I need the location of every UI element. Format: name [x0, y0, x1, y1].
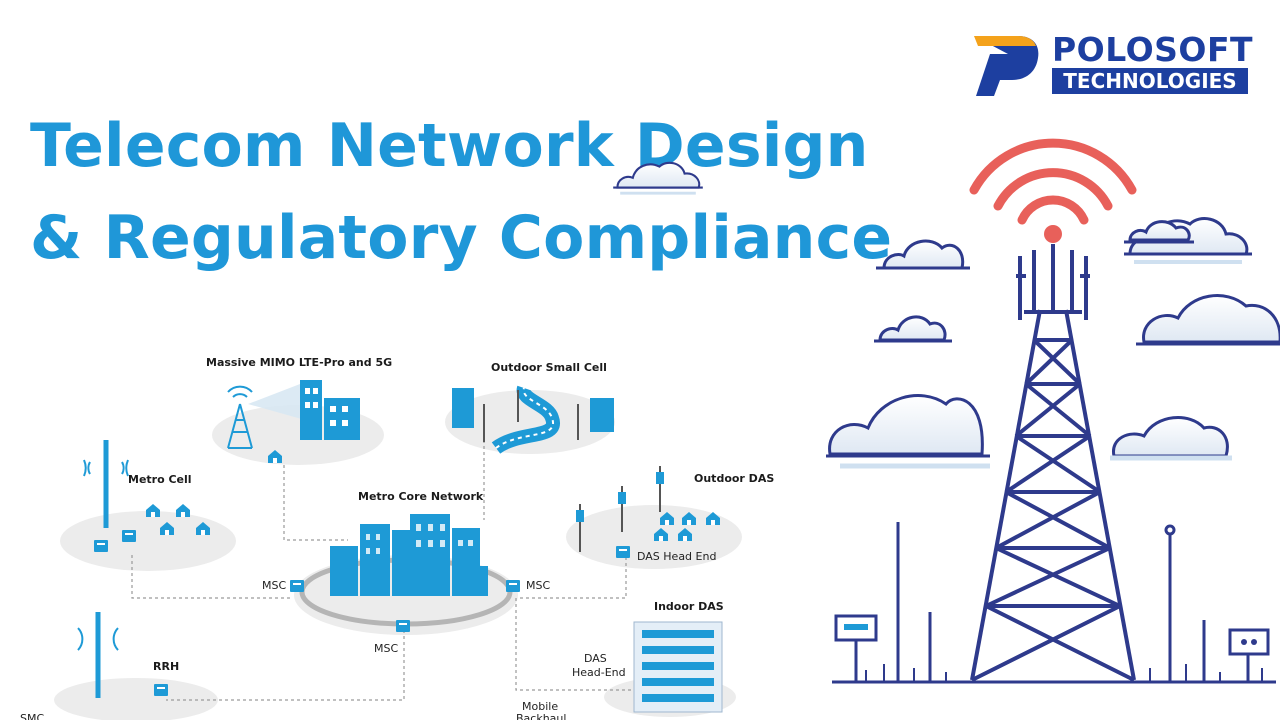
label-indoor-das: Indoor DAS: [654, 600, 724, 613]
label-mobile-backhaul-a: Mobile: [522, 700, 558, 713]
title-line-2: & Regulatory Compliance: [30, 203, 893, 273]
msc-left-box-icon: [290, 580, 304, 592]
indoor-das-building-icon: [633, 621, 723, 713]
label-das-head-end-2b: Head-End: [572, 666, 626, 679]
metro-cell-platform: [60, 511, 236, 571]
metro-cell-tower-icon: [83, 440, 129, 528]
small-cell-city-icon: [452, 385, 614, 454]
label-das-head-end-2a: DAS: [584, 652, 607, 665]
label-msc-bottom: MSC: [374, 642, 398, 655]
label-das-head-end: DAS Head End: [637, 550, 716, 563]
label-metro-core-network: Metro Core Network: [358, 490, 484, 503]
das-head-end-box-icon: [616, 546, 630, 558]
sign-board-icon: [834, 614, 878, 642]
core-buildings-icon: [330, 514, 488, 596]
label-bottom-cut: SMC: [20, 712, 44, 720]
label-outdoor-das: Outdoor DAS: [694, 472, 774, 485]
signal-source-dot: [1044, 225, 1062, 243]
rrh-tower-icon: [77, 612, 119, 698]
brand-name: POLOSOFT: [1052, 30, 1254, 69]
brand-subtitle: TECHNOLOGIES: [1052, 68, 1248, 94]
title-line-1: Telecom Network Design: [30, 111, 869, 181]
msc-right-box-icon: [506, 580, 520, 592]
page-title: Telecom Network Design & Regulatory Comp…: [30, 100, 892, 284]
label-mimo: Massive MIMO LTE-Pro and 5G: [206, 356, 392, 369]
clouds: [826, 220, 1280, 469]
label-metro-cell: Metro Cell: [128, 473, 192, 486]
signal-wave-icon: [969, 138, 1137, 225]
mimo-buildings-icon: [300, 380, 360, 440]
brand-logo: POLOSOFT TECHNOLOGIES: [968, 30, 1258, 100]
equipment-box-icon: [1228, 628, 1270, 656]
label-rrh: RRH: [153, 660, 179, 673]
pole-top-icon: [1164, 524, 1176, 536]
mimo-tower-icon: [227, 384, 305, 449]
cloud-icon: [611, 161, 705, 195]
label-mobile-backhaul-b: Backhaul: [516, 712, 566, 720]
label-msc-right: MSC: [526, 579, 550, 592]
rrh-box-icon: [154, 684, 168, 696]
grass: [865, 664, 1263, 682]
ground-line: [832, 522, 1276, 684]
metro-cell-box-icon: [94, 540, 108, 552]
msc-bottom-box-icon: [396, 620, 410, 632]
rrh-platform: [54, 678, 218, 720]
logo-p-mark: [974, 36, 1039, 96]
small-cell-platform: [445, 390, 615, 454]
label-outdoor-small-cell: Outdoor Small Cell: [491, 361, 607, 374]
label-msc-left: MSC: [262, 579, 286, 592]
metro-cell-box-icon: [122, 530, 136, 542]
network-links: [131, 440, 636, 701]
cell-tower-icon: [970, 244, 1136, 682]
